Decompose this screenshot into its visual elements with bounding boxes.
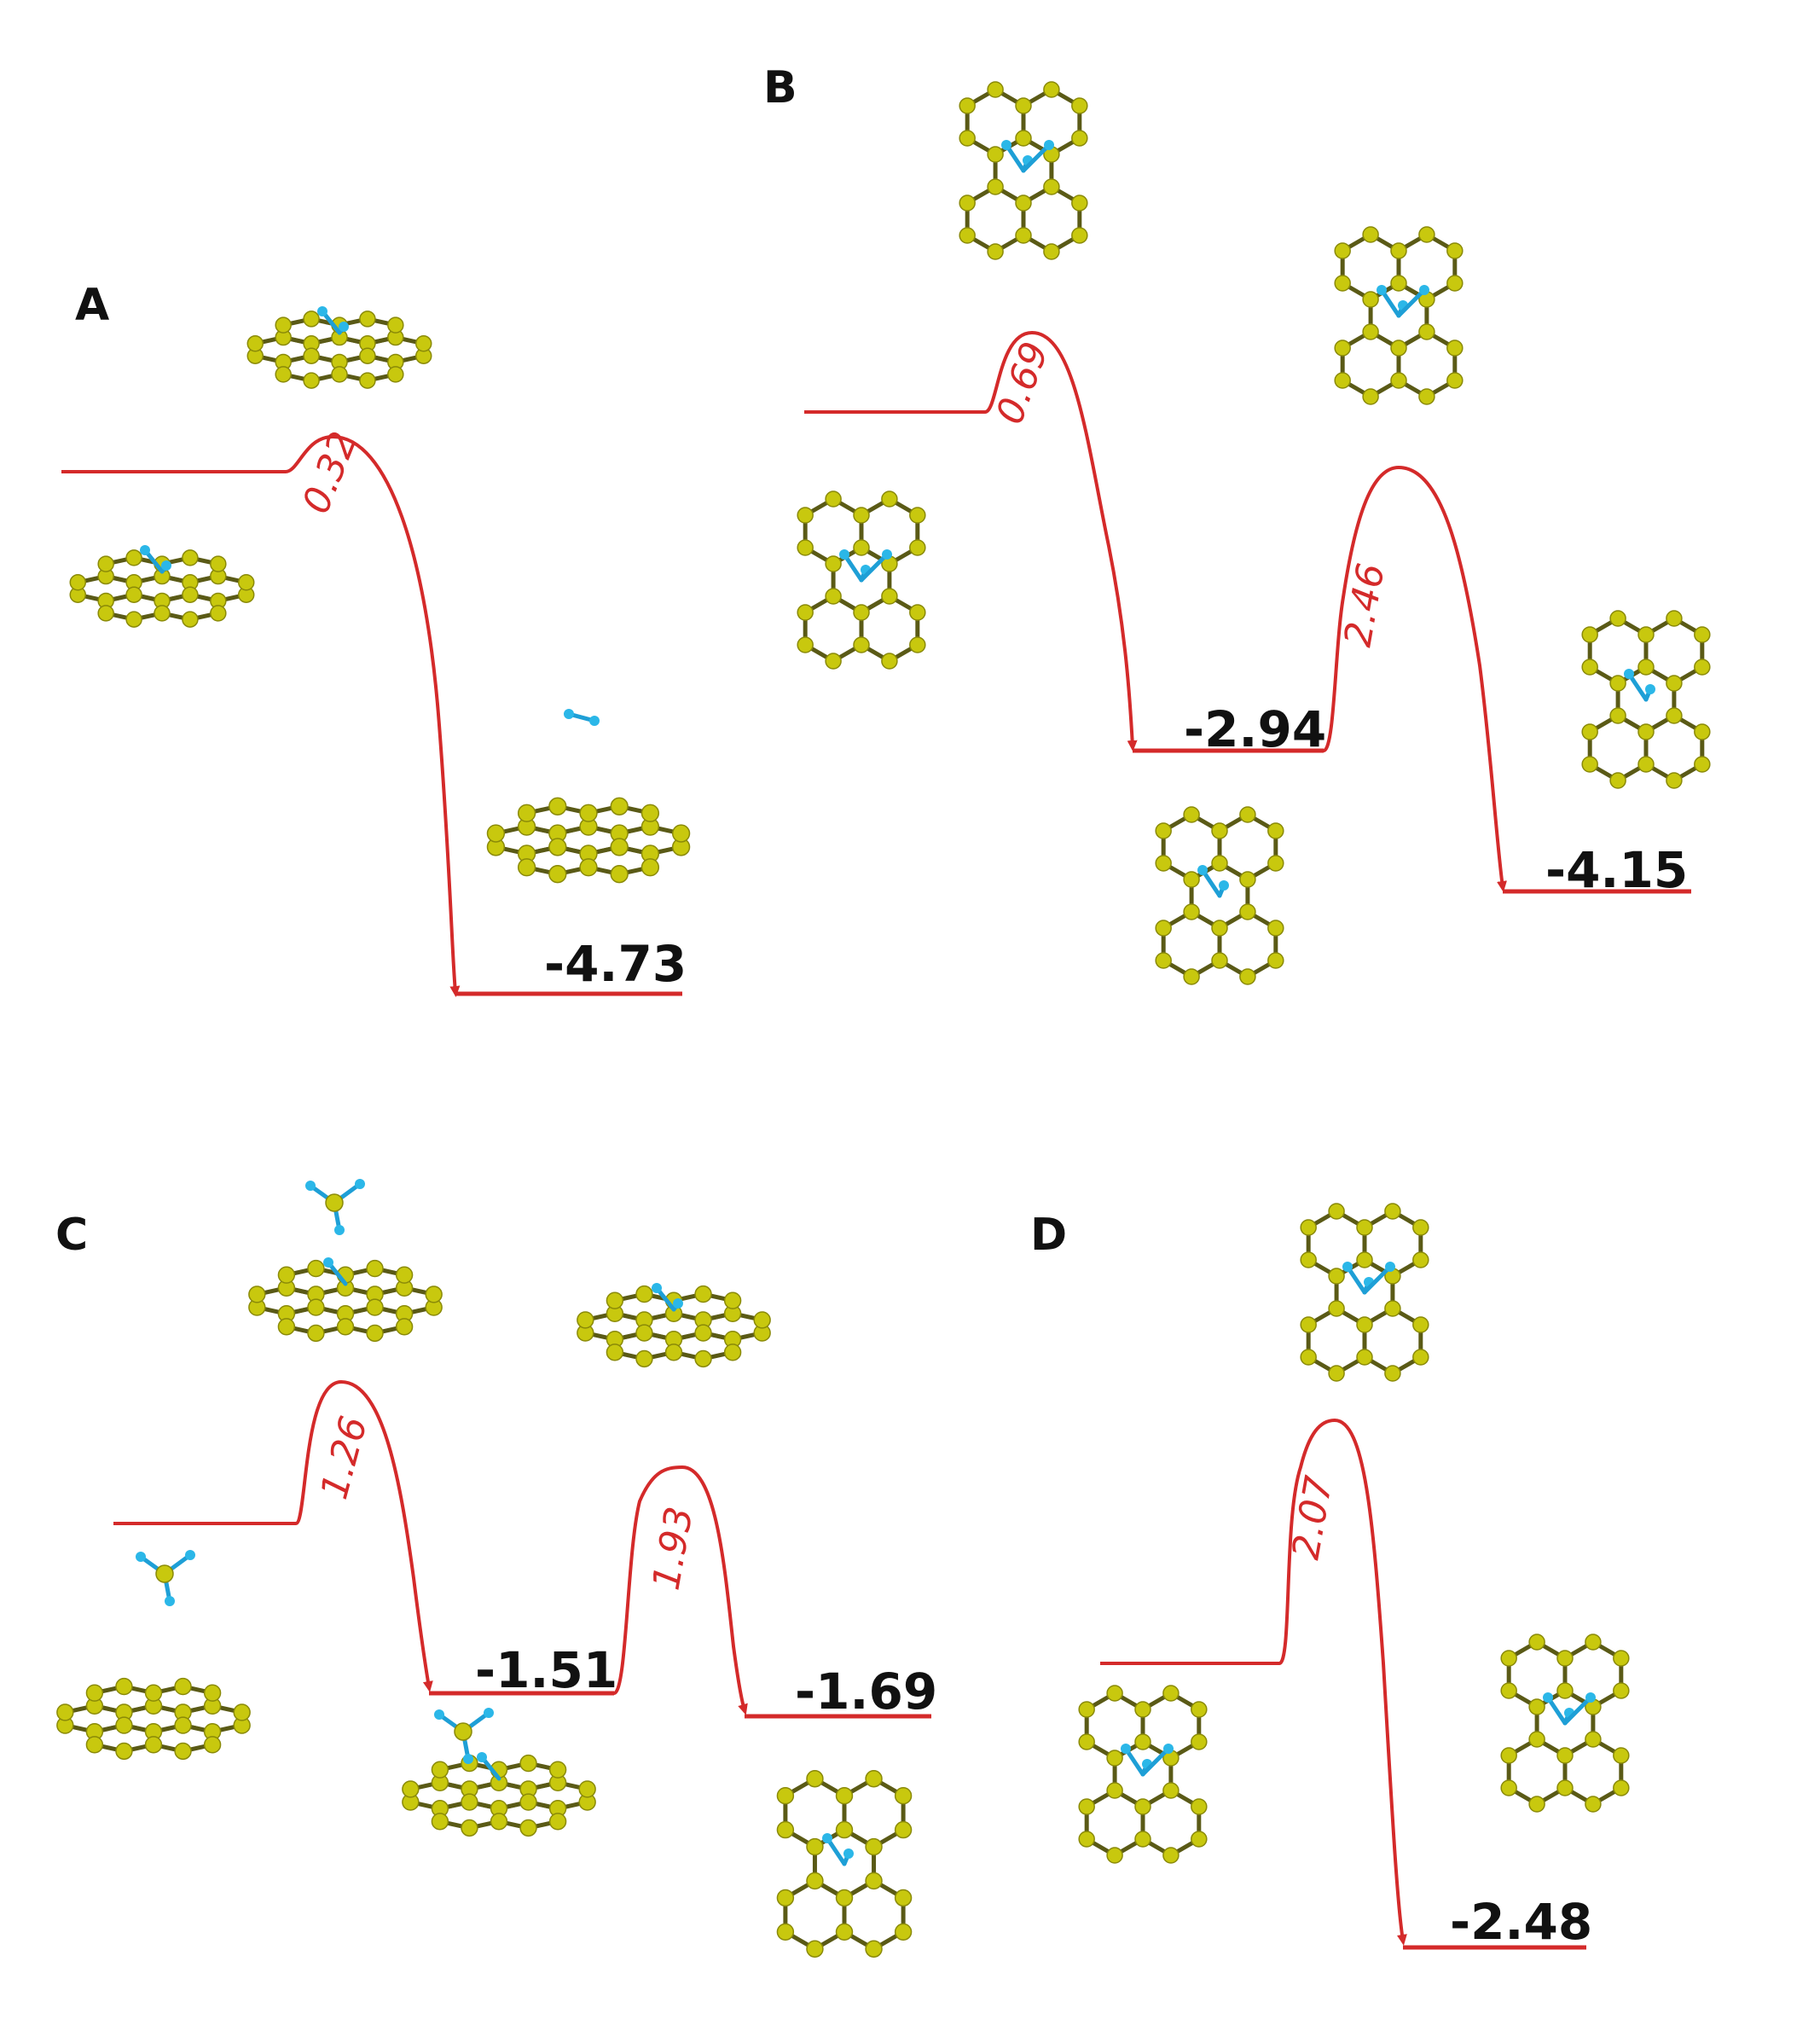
molecule-b-ts1 <box>959 81 1088 260</box>
molecule-c-int <box>402 1752 596 1837</box>
barrier-c-2: 1.93 <box>645 1504 702 1593</box>
molecule-d-initial <box>1078 1685 1208 1864</box>
molecule-c-ts1 <box>248 1257 443 1343</box>
pathway-c-1 <box>113 1379 433 1692</box>
panel-c: C 1.26 1.93 -1.51 -1.69 <box>55 1179 937 1958</box>
molecule-b-int <box>1155 806 1284 985</box>
energy-d-1: -2.48 <box>1450 1893 1592 1951</box>
molecule-c-final <box>776 1770 913 1958</box>
barrier-b-2: 2.46 <box>1336 560 1394 650</box>
pathway-b-2 <box>1322 465 1507 892</box>
molecule-d-final <box>1500 1634 1630 1813</box>
h2-a-final <box>564 709 600 726</box>
panel-a: A 0.32 -4.73 <box>61 280 691 997</box>
molecule-a-initial <box>69 545 255 628</box>
molecule-b-ts2 <box>1334 226 1464 405</box>
energy-b-2: -4.15 <box>1545 841 1688 899</box>
panel-d: D 2.07 -2.48 <box>1030 1203 1630 1951</box>
panel-label-a: A <box>75 280 109 331</box>
barrier-c-1: 1.26 <box>312 1412 376 1504</box>
panel-label-d: D <box>1030 1210 1067 1261</box>
energy-b-1: -2.94 <box>1184 700 1326 758</box>
molecule-c-initial <box>56 1677 251 1761</box>
pathway-d <box>1100 1418 1407 1946</box>
ch3-c-initial <box>136 1550 195 1606</box>
pathway-a <box>61 434 461 997</box>
barrier-d-1: 2.07 <box>1284 1473 1342 1563</box>
pathway-c-2 <box>612 1465 748 1715</box>
molecule-b-final <box>1581 610 1711 789</box>
ch3-c-ts1 <box>305 1179 365 1235</box>
pathway-b-1 <box>804 330 1138 752</box>
molecule-c-ts2 <box>577 1283 771 1368</box>
molecule-d-ts <box>1300 1203 1429 1382</box>
panel-label-c: C <box>55 1210 88 1261</box>
molecule-a-ts <box>246 306 432 389</box>
energy-c-1: -1.51 <box>475 1641 617 1699</box>
panel-label-b: B <box>763 62 797 113</box>
panel-b: B 0.69 2.46 -2.94 -4.15 <box>763 62 1711 985</box>
barrier-a-1: 0.32 <box>294 426 366 519</box>
energy-c-2: -1.69 <box>795 1663 937 1721</box>
ch3-c-int <box>434 1708 494 1764</box>
energy-a-1: -4.73 <box>544 935 687 993</box>
molecule-a-final <box>486 797 691 884</box>
molecule-b-initial <box>797 490 926 670</box>
